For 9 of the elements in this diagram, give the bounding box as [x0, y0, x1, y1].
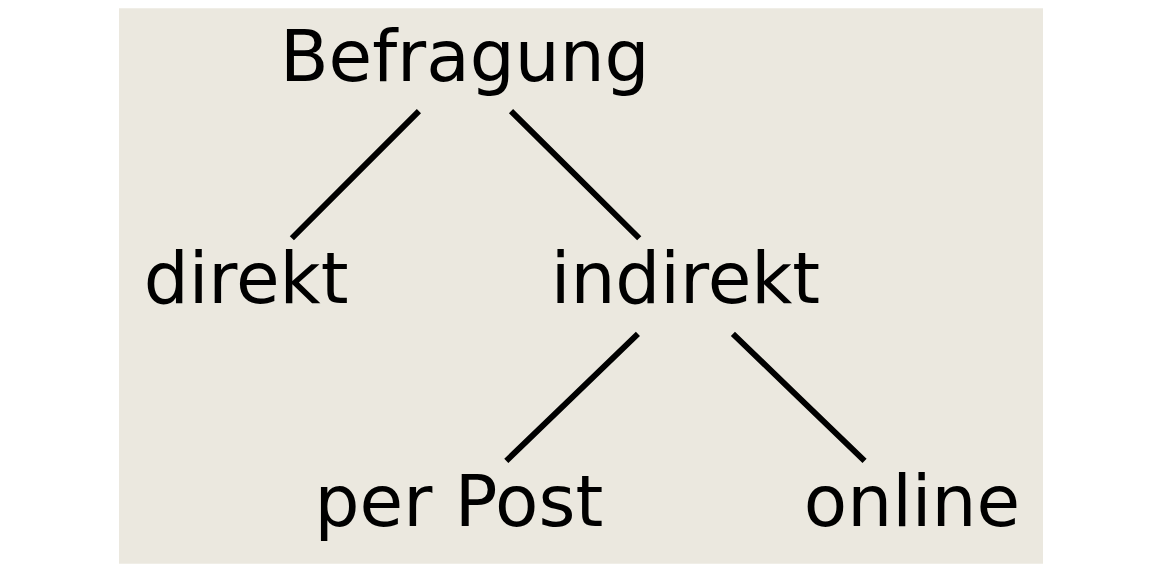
connector: [503, 331, 640, 463]
connector: [730, 331, 867, 463]
connector: [289, 109, 421, 241]
node-text: per Post: [314, 459, 603, 543]
node-text: indirekt: [550, 237, 820, 321]
connector: [508, 109, 641, 241]
node-text: Befragung: [279, 14, 650, 98]
node-text: direkt: [143, 237, 348, 321]
node-text: online: [803, 459, 1020, 543]
